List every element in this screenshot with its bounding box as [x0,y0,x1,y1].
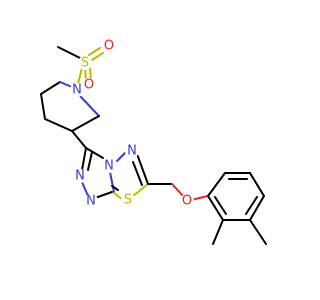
bond-ar4-ar5-inner [245,196,258,215]
bond-c4-c5 [40,93,46,120]
bond-c6-pipN [59,81,73,88]
atom-nitrogen-triazole-1: N [86,194,96,209]
bond-c3-n2 [81,147,87,171]
bond-ar1-ar2 [207,172,226,197]
bond-n-c6 [136,153,149,185]
bond-pip-triazole [71,130,87,149]
bond-ar6-methyl [212,219,224,245]
atom-nitrogen-triazole-4: N [104,159,114,174]
bond-ar3-ar4 [249,172,265,197]
bond-ar6-ar1-inner [214,196,227,215]
molecule-diagram: S O O N N N N N S O [40,39,267,245]
bond-pipN-c2 [79,95,100,117]
bond-c8a-double [111,185,119,191]
bond-c2-c3 [71,115,100,132]
bond-c3-n4 [85,147,104,159]
bond-n4-n [116,151,127,162]
bond-ar4-ar5 [249,195,265,221]
bond-sulfur-oxygen-top [88,47,101,56]
bond-c3-n2-double [87,151,93,171]
atom-sulfur-sulfonyl: S [81,56,89,71]
bond-c5-c6 [40,81,61,95]
bond-c3-c4 [44,118,73,132]
atom-nitrogen-piperidine: N [72,83,82,98]
bonds [40,46,267,245]
atom-nitrogen-triazole-2: N [75,169,85,184]
atom-oxygen-sulfonyl-top: O [104,39,114,54]
bond-ar6-ar1 [207,195,224,221]
atom-nitrogen-thiadiazole: N [127,144,137,159]
atom-oxygen-sulfonyl-bottom: O [84,78,94,93]
bond-sulfur-oxygen-top-double [91,52,104,61]
atom-sulfur-thiadiazole: S [124,193,132,208]
bond-o-ring [190,195,209,201]
bond-sulfur-oxygen-bottom [84,67,87,81]
atom-labels: S O O N N N N N S O [70,39,194,209]
bond-ar5-methyl [249,219,267,245]
bond-sulfur-nitrogen [77,67,83,85]
bond-ch2-o [171,183,185,198]
bond-n-c6-double [132,161,143,186]
bond-methyl-sulfur [57,46,81,59]
bond-c6-s [132,183,149,197]
bond-sulfur-oxygen-bottom-double [89,67,92,81]
bond-n1-c8a [94,191,113,199]
bond-n4-c8a [109,171,115,193]
atom-oxygen-ether: O [182,194,192,209]
bond-n2-n1 [81,181,89,197]
